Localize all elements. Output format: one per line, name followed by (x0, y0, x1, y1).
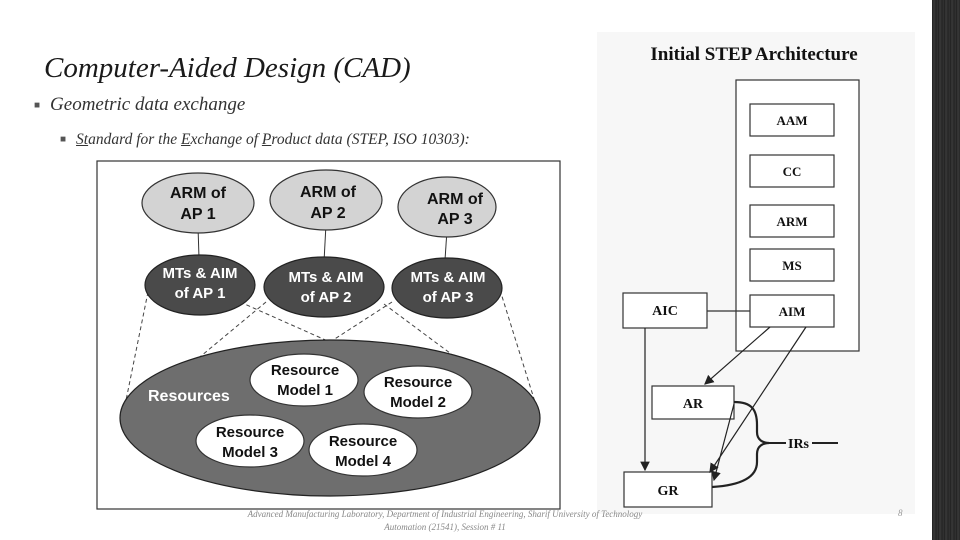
projection-dashed-line (329, 301, 393, 343)
arm-ap3-line1: ARM of (427, 191, 484, 208)
resource-model-4 (308, 423, 418, 477)
aim-to-ar-arrow (704, 326, 771, 385)
arm-ap1-line2: AP 1 (180, 206, 215, 223)
arm-ap1-line1: ARM of (170, 185, 227, 202)
resources-label: Resources (148, 388, 230, 405)
arm-box (749, 204, 835, 238)
slide-title: Computer-Aided Design (CAD) (44, 52, 411, 84)
aam-label: AAM (776, 113, 807, 128)
cc-box (749, 154, 835, 188)
aic-label: AIC (652, 304, 678, 319)
arm-ap2-line2: AP 2 (310, 205, 345, 222)
bullet2-text-a: andard for the (88, 131, 181, 148)
mt-ap2-line1: MTs & AIM (289, 269, 364, 286)
ar-to-gr-arrow (711, 403, 735, 482)
projection-dashed-line (239, 301, 331, 343)
mt-aim-node-ap1 (144, 254, 256, 316)
decorative-side-strip (932, 0, 960, 540)
resource-model-2-line1: Resource (384, 374, 452, 391)
bullet-step-standard: ■ Standard for the Exchange of Product da… (60, 131, 470, 149)
arm-node-ap3 (397, 176, 497, 238)
resource-model-3 (195, 414, 305, 468)
arm-ap2-line1: ARM of (300, 184, 357, 201)
resource-model-4-line2: Model 4 (335, 453, 391, 470)
ar-label: AR (683, 397, 704, 412)
arm-node-ap2 (269, 169, 383, 231)
step-architecture-title: Initial STEP Architecture (650, 44, 857, 65)
cc-label: CC (783, 164, 802, 179)
mt-ap3-line2: of AP 3 (423, 289, 474, 306)
projection-dashed-line (499, 289, 541, 419)
bullet2-underlined-st: St (76, 131, 89, 148)
arm-label: ARM (776, 214, 807, 229)
aim-box (749, 294, 835, 328)
gr-label: GR (658, 484, 680, 499)
mt-ap3-line1: MTs & AIM (411, 269, 486, 286)
arm-ap3-line2: AP 3 (437, 211, 472, 228)
resource-model-1-line2: Model 1 (277, 382, 333, 399)
aam-box (749, 103, 835, 137)
page-number: 8 (898, 508, 903, 518)
resource-model-2-line2: Model 2 (390, 394, 446, 411)
irs-label: IRs (788, 437, 810, 452)
resource-model-1 (249, 353, 359, 407)
bullet2-underlined-p: P (261, 131, 272, 148)
resource-model-4-line1: Resource (329, 433, 397, 450)
mt-ap1-line2: of AP 1 (175, 285, 226, 302)
bullet1-text: Geometric data exchange (50, 94, 246, 115)
resource-model-1-line1: Resource (271, 362, 339, 379)
mt-ap1-line1: MTs & AIM (163, 265, 238, 282)
ar-box (651, 385, 735, 420)
bullet-geometric-data-exchange: ■ Geometric data exchange (34, 94, 245, 116)
bullet-square-icon: ■ (60, 134, 67, 145)
bullet-square-icon: ■ (34, 100, 41, 111)
aic-box (622, 292, 708, 329)
footer-line-2: Automation (21541), Session # 11 (384, 522, 506, 532)
resource-model-3-line2: Model 3 (222, 444, 278, 461)
mt-aim-node-ap3 (391, 257, 503, 319)
arm-node-ap1 (141, 172, 255, 234)
bullet2-underlined-e: E (180, 131, 191, 148)
slide-footer: Advanced Manufacturing Laboratory, Depar… (185, 508, 705, 534)
ms-label: MS (782, 258, 802, 273)
footer-line-1: Advanced Manufacturing Laboratory, Depar… (247, 509, 643, 519)
aim-label: AIM (779, 304, 806, 319)
resource-model-3-line1: Resource (216, 424, 284, 441)
bullet2-text-c: roduct data (STEP, ISO 10303): (271, 131, 470, 148)
ms-box (749, 248, 835, 282)
gr-box (623, 471, 713, 508)
mt-ap2-line2: of AP 2 (301, 289, 352, 306)
mt-aim-node-ap2 (263, 256, 385, 318)
bullet2-text-b: xchange of (190, 131, 262, 148)
resource-model-2 (363, 365, 473, 419)
aim-to-gr-arrow (709, 326, 807, 474)
